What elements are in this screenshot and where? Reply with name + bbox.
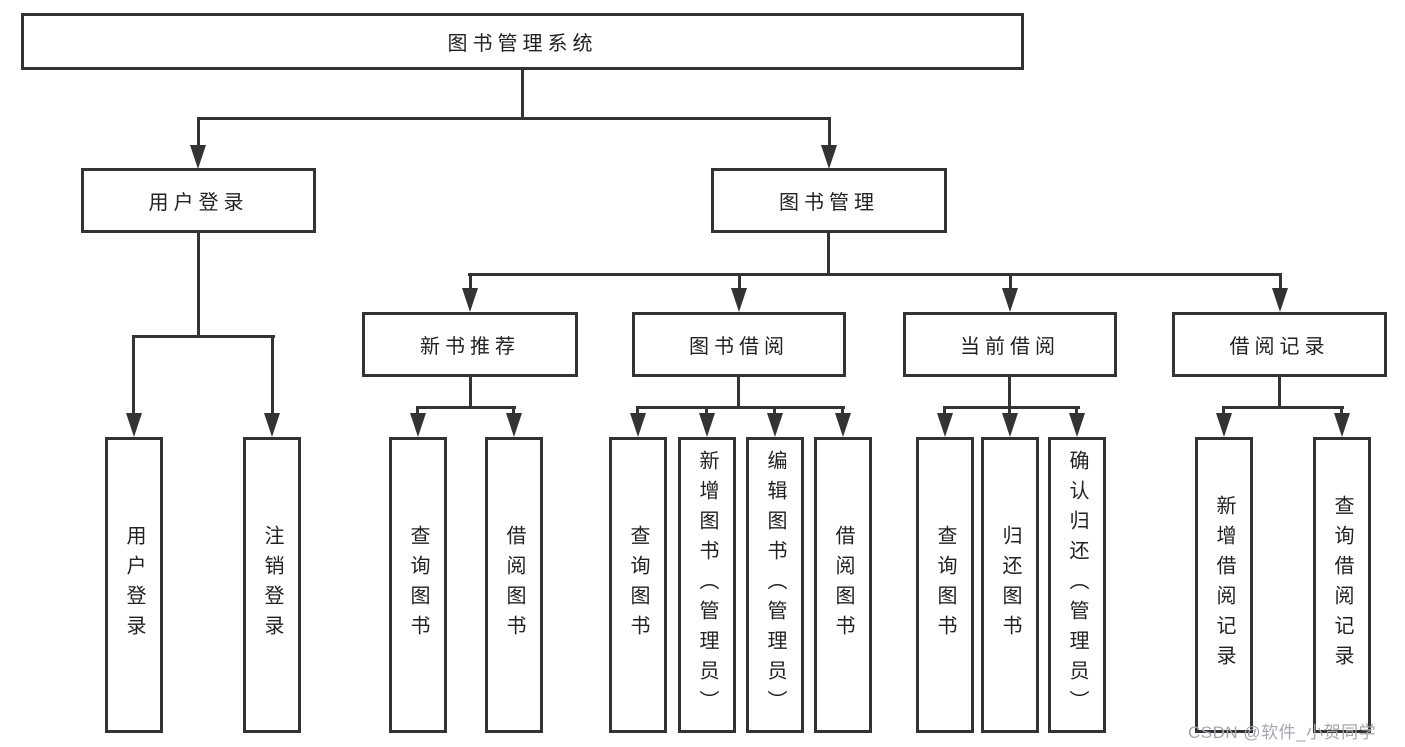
node-book-management: 图书管理: [711, 168, 947, 233]
node-leaf-borrow-books-2-label: 借阅图书: [832, 525, 854, 645]
arrow-down-icon: [506, 413, 522, 437]
node-leaf-query-books-3-label: 查询图书: [934, 525, 956, 645]
node-root: 图书管理系统: [21, 13, 1024, 70]
connector-line: [738, 276, 741, 290]
connector-line: [1222, 406, 1344, 409]
connector-line: [1075, 409, 1078, 415]
node-book-borrowing: 图书借阅: [632, 312, 846, 377]
node-leaf-borrow-books-1-label: 借阅图书: [503, 525, 525, 645]
connector-line: [132, 338, 135, 416]
arrow-down-icon: [767, 413, 783, 437]
connector-line: [636, 406, 845, 409]
node-leaf-add-books-admin-label: 新增图书（管理员）: [696, 450, 718, 720]
node-leaf-confirm-return-admin: 确认归还（管理员）: [1048, 437, 1106, 733]
arrow-down-icon: [126, 413, 142, 437]
arrow-down-icon: [1069, 413, 1085, 437]
node-current-borrowing: 当前借阅: [903, 312, 1117, 377]
connector-line: [271, 338, 274, 416]
node-leaf-query-borrow-record-label: 查询借阅记录: [1331, 495, 1353, 675]
node-leaf-user-login: 用户登录: [105, 437, 163, 733]
node-leaf-logout: 注销登录: [243, 437, 301, 733]
arrow-down-icon: [1002, 288, 1018, 312]
connector-line: [841, 409, 844, 415]
arrow-down-icon: [1334, 413, 1350, 437]
connector-line: [1008, 409, 1011, 415]
node-leaf-query-borrow-record: 查询借阅记录: [1313, 437, 1371, 733]
node-leaf-return-books: 归还图书: [981, 437, 1039, 733]
node-leaf-edit-books-admin: 编辑图书（管理员）: [746, 437, 804, 733]
node-root-label: 图书管理系统: [447, 33, 598, 55]
connector-line: [827, 233, 830, 273]
node-leaf-add-borrow-record: 新增借阅记录: [1195, 437, 1253, 733]
arrow-down-icon: [630, 413, 646, 437]
connector-line: [705, 409, 708, 415]
arrow-down-icon: [462, 288, 478, 312]
arrow-down-icon: [1216, 413, 1232, 437]
connector-line: [197, 120, 200, 150]
node-book-borrowing-label: 图书借阅: [689, 336, 789, 358]
connector-line: [416, 409, 419, 415]
connector-line: [1009, 276, 1012, 290]
node-leaf-query-books-1: 查询图书: [389, 437, 447, 733]
connector-line: [737, 377, 740, 406]
connector-line: [828, 120, 831, 150]
connector-line: [521, 70, 524, 120]
arrow-down-icon: [1002, 413, 1018, 437]
node-leaf-add-borrow-record-label: 新增借阅记录: [1213, 495, 1235, 675]
arrow-down-icon: [937, 413, 953, 437]
watermark: CSDN @软件_小贺同学: [1188, 723, 1377, 742]
node-user-login-branch: 用户登录: [81, 168, 316, 233]
node-leaf-query-books-2-label: 查询图书: [627, 525, 649, 645]
connector-line: [469, 377, 472, 406]
node-leaf-borrow-books-1: 借阅图书: [485, 437, 543, 733]
connector-line: [1222, 409, 1225, 415]
node-leaf-return-books-label: 归还图书: [999, 525, 1021, 645]
connector-line: [1340, 409, 1343, 415]
connector-line: [636, 409, 639, 415]
connector-line: [512, 409, 515, 415]
node-leaf-confirm-return-admin-label: 确认归还（管理员）: [1066, 450, 1088, 720]
node-new-book-recommend: 新书推荐: [362, 312, 578, 377]
node-new-book-recommend-label: 新书推荐: [420, 336, 520, 358]
arrow-down-icon: [410, 413, 426, 437]
arrow-down-icon: [835, 413, 851, 437]
node-leaf-edit-books-admin-label: 编辑图书（管理员）: [764, 450, 786, 720]
node-leaf-borrow-books-2: 借阅图书: [814, 437, 872, 733]
node-leaf-logout-label: 注销登录: [261, 525, 283, 645]
node-leaf-query-books-1-label: 查询图书: [407, 525, 429, 645]
connector-line: [1008, 377, 1011, 406]
connector-line: [416, 406, 516, 409]
node-leaf-add-books-admin: 新增图书（管理员）: [678, 437, 736, 733]
connector-line: [943, 406, 1080, 409]
connector-line: [1278, 377, 1281, 406]
connector-line: [1279, 276, 1282, 290]
arrow-down-icon: [190, 145, 206, 169]
arrow-down-icon: [731, 288, 747, 312]
arrow-down-icon: [264, 413, 280, 437]
connector-line: [469, 276, 472, 290]
connector-line: [197, 117, 831, 120]
node-current-borrowing-label: 当前借阅: [960, 336, 1060, 358]
node-leaf-query-books-2: 查询图书: [609, 437, 667, 733]
arrow-down-icon: [1272, 288, 1288, 312]
connector-line: [468, 273, 1282, 276]
node-book-management-label: 图书管理: [779, 192, 879, 214]
node-borrowing-records-label: 借阅记录: [1229, 336, 1330, 358]
connector-line: [197, 233, 200, 335]
node-leaf-query-books-3: 查询图书: [916, 437, 974, 733]
arrow-down-icon: [821, 145, 837, 169]
connector-line: [773, 409, 776, 415]
connector-line: [943, 409, 946, 415]
connector-line: [132, 335, 275, 338]
node-user-login-branch-label: 用户登录: [148, 192, 249, 214]
node-leaf-user-login-label: 用户登录: [123, 525, 145, 645]
arrow-down-icon: [699, 413, 715, 437]
node-borrowing-records: 借阅记录: [1172, 312, 1387, 377]
